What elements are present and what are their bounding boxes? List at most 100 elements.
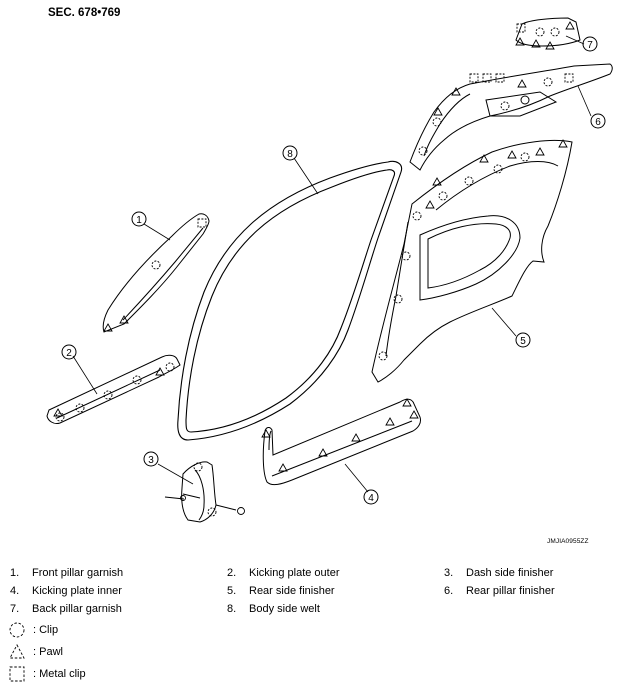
metal-clip-icon bbox=[516, 23, 526, 33]
clip-icon bbox=[412, 211, 422, 221]
front-pillar-garnish bbox=[102, 213, 210, 333]
legend-name: Kicking plate outer bbox=[249, 567, 340, 579]
pawl-icon bbox=[261, 429, 271, 438]
pawl-icon bbox=[517, 79, 527, 88]
metal-clip-symbol-icon bbox=[9, 666, 25, 682]
callout-number: 8 bbox=[287, 149, 293, 160]
rear-side-finisher bbox=[371, 140, 573, 383]
callout-number: 1 bbox=[136, 215, 142, 226]
pawl-icon bbox=[53, 408, 63, 417]
kicking-plate-outer bbox=[46, 354, 181, 424]
pawl-symbol-label: : Pawl bbox=[33, 646, 63, 658]
clip-icon bbox=[207, 507, 217, 517]
pawl-icon bbox=[545, 41, 555, 50]
legend-number: 7. bbox=[10, 603, 20, 615]
dash-side-finisher bbox=[164, 461, 237, 523]
leader-lines bbox=[72, 35, 592, 493]
legend-name: Body side welt bbox=[249, 603, 320, 615]
clip-icon bbox=[464, 176, 474, 186]
pawl-icon bbox=[507, 150, 517, 159]
pawl-icon bbox=[318, 448, 328, 457]
body-side-welt bbox=[177, 160, 403, 441]
clip-icon bbox=[500, 101, 510, 111]
callout-5: 5 bbox=[515, 332, 531, 348]
legend-name: Rear pillar finisher bbox=[466, 585, 555, 597]
callout-7: 7 bbox=[582, 36, 598, 52]
legend-name: Kicking plate inner bbox=[32, 585, 122, 597]
clip-icon bbox=[393, 294, 403, 304]
pawl-icon bbox=[409, 410, 419, 419]
pawl-icon bbox=[103, 323, 113, 332]
legend-number: 3. bbox=[444, 567, 454, 579]
clip-icon bbox=[193, 462, 203, 472]
clip-icon bbox=[401, 251, 411, 261]
pawl-icon bbox=[515, 37, 525, 46]
clip-icon bbox=[520, 152, 530, 162]
pawl-icon bbox=[432, 177, 442, 186]
callout-number: 3 bbox=[148, 455, 154, 466]
back-pillar-garnish bbox=[515, 17, 581, 47]
clip-icon bbox=[550, 27, 560, 37]
legend-number: 2. bbox=[227, 567, 237, 579]
pawl-icon bbox=[402, 398, 412, 407]
legend-number: 8. bbox=[227, 603, 237, 615]
pawl-icon bbox=[351, 433, 361, 442]
legend-name: Front pillar garnish bbox=[32, 567, 124, 579]
callout-number: 4 bbox=[368, 493, 374, 504]
figure-code: JMJIA0955ZZ bbox=[547, 538, 589, 545]
metal-clip-icon bbox=[197, 218, 207, 228]
pawl-symbol-icon bbox=[9, 644, 25, 659]
metal-clip-icon bbox=[469, 73, 479, 83]
fastener-markers bbox=[53, 21, 575, 517]
clip-icon bbox=[543, 77, 553, 87]
callout-2: 2 bbox=[61, 344, 77, 360]
clip-icon bbox=[418, 146, 428, 156]
pawl-icon bbox=[565, 21, 575, 30]
pawl-icon bbox=[425, 200, 435, 209]
clip-icon bbox=[432, 117, 442, 127]
callout-4: 4 bbox=[363, 489, 379, 505]
legend-name: Dash side finisher bbox=[466, 567, 554, 579]
legend-name: Rear side finisher bbox=[249, 585, 335, 597]
pawl-icon bbox=[155, 367, 165, 376]
pawl-icon bbox=[119, 315, 129, 324]
callout-6: 6 bbox=[590, 113, 606, 129]
callout-number: 2 bbox=[66, 348, 72, 359]
legend-number: 1. bbox=[10, 567, 20, 579]
clip-symbol-label: : Clip bbox=[33, 624, 59, 636]
metal-clip-icon bbox=[495, 73, 505, 83]
clip-icon bbox=[103, 390, 113, 400]
pawl-icon bbox=[531, 39, 541, 48]
clip-icon bbox=[75, 403, 85, 413]
callout-markers: 1 2 3 4 5 6 7 8 bbox=[61, 36, 606, 505]
loose-clip-parts bbox=[180, 495, 245, 515]
callout-8: 8 bbox=[282, 145, 298, 161]
clip-icon bbox=[132, 375, 142, 385]
pawl-icon bbox=[433, 107, 443, 116]
callout-3: 3 bbox=[143, 451, 159, 467]
metal-clip-symbol-label: : Metal clip bbox=[33, 668, 86, 680]
section-label: SEC. 678•769 bbox=[48, 7, 121, 19]
interior-trim-diagram: 1 2 3 4 5 6 7 8 bbox=[46, 17, 613, 523]
clip-icon bbox=[438, 191, 448, 201]
clip-icon bbox=[493, 164, 503, 174]
pawl-icon bbox=[535, 147, 545, 156]
metal-clip-icon bbox=[482, 73, 492, 83]
legend-number: 5. bbox=[227, 585, 237, 597]
pawl-icon bbox=[278, 463, 288, 472]
clip-icon bbox=[165, 362, 175, 372]
callout-number: 7 bbox=[587, 40, 593, 51]
metal-clip-icon bbox=[564, 73, 574, 83]
callout-number: 6 bbox=[595, 117, 601, 128]
clip-icon bbox=[378, 351, 388, 361]
clip-icon bbox=[151, 260, 161, 270]
legend-number: 4. bbox=[10, 585, 20, 597]
rear-pillar-finisher bbox=[409, 63, 613, 171]
pawl-icon bbox=[479, 154, 489, 163]
kicking-plate-inner bbox=[262, 398, 421, 486]
legend-number: 6. bbox=[444, 585, 454, 597]
pawl-icon bbox=[385, 417, 395, 426]
pawl-icon bbox=[451, 87, 461, 96]
callout-1: 1 bbox=[131, 211, 147, 227]
clip-icon bbox=[535, 27, 545, 37]
